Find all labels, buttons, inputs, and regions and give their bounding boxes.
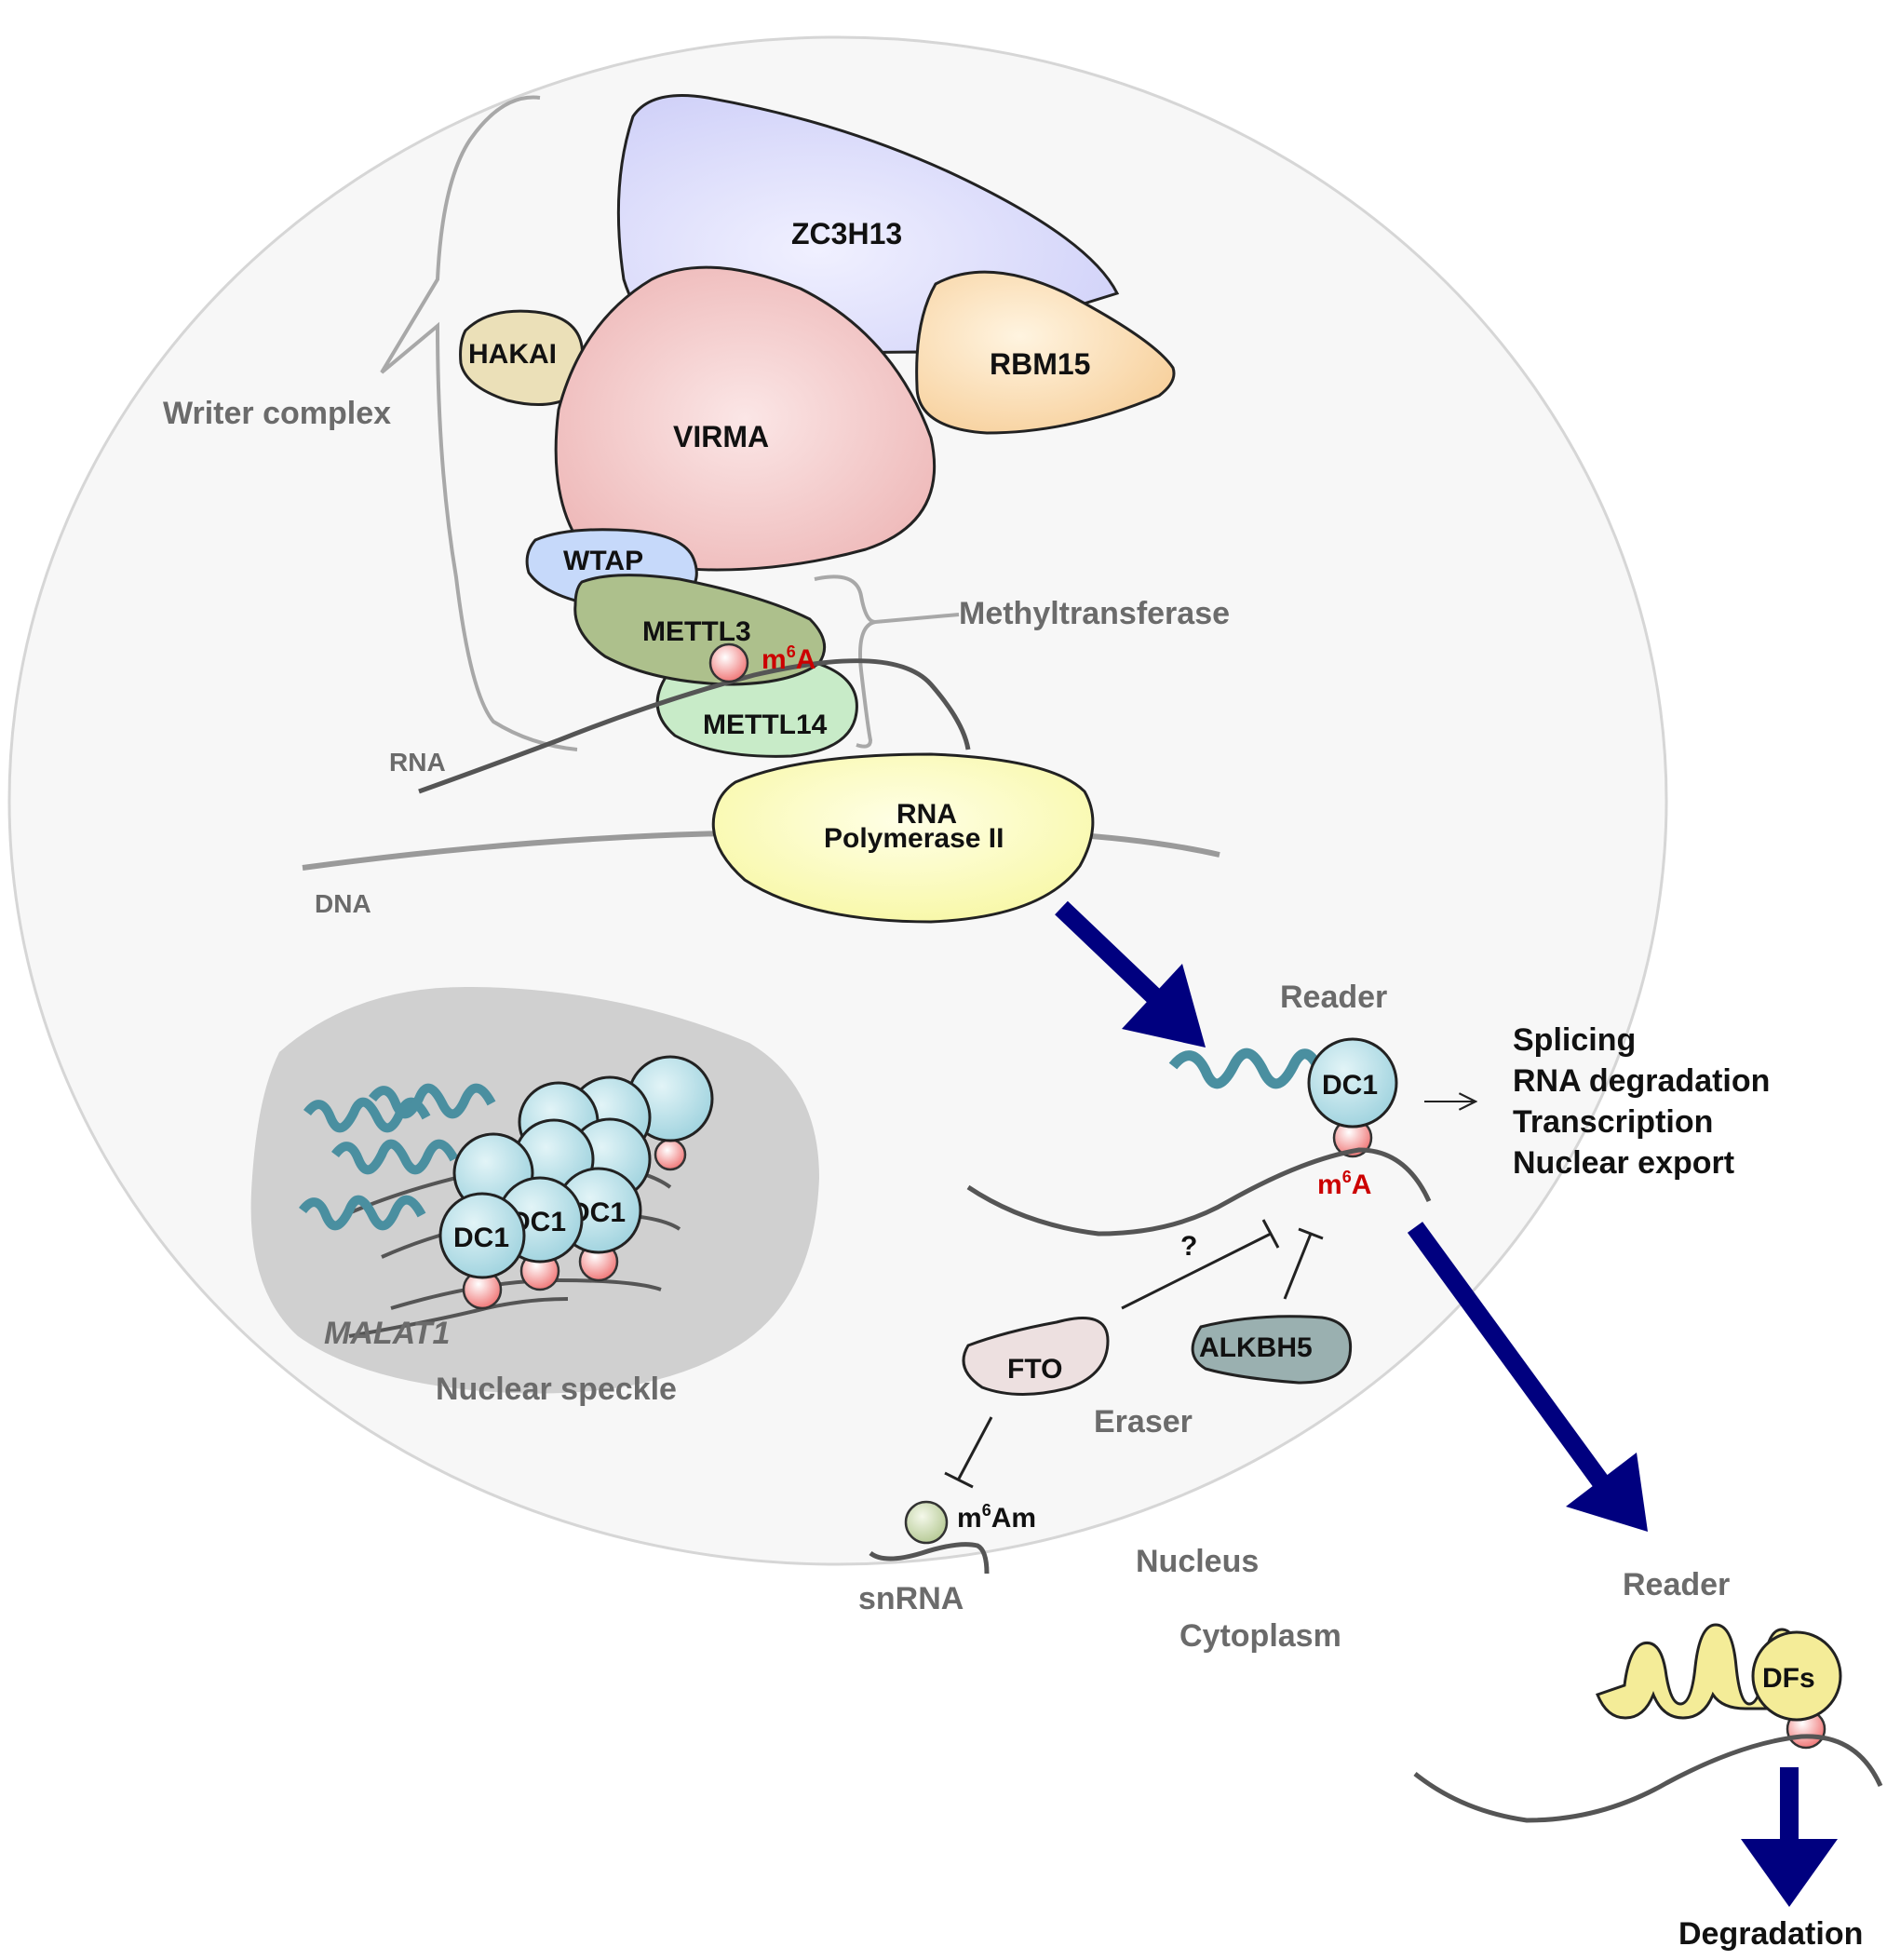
rna-polymerase-ii	[711, 752, 1095, 924]
rbm15-protein	[915, 270, 1176, 435]
function-item-4: Nuclear export	[1513, 1145, 1734, 1181]
fto-m6am-inhibition-bar	[944, 1471, 974, 1489]
nuclear-dc1-label: DC1	[1322, 1070, 1378, 1101]
virma-protein	[554, 265, 937, 572]
degradation-label: Degradation	[1678, 1916, 1863, 1952]
reader-cyto-label: Reader	[1623, 1567, 1730, 1602]
function-item-2: RNA degradation	[1513, 1063, 1770, 1099]
m6am-mark	[904, 1500, 949, 1545]
fto-inhibition-line	[1121, 1232, 1272, 1310]
speckle-rna-strand-4	[348, 1297, 569, 1338]
cytoplasm-arrow-head	[1566, 1453, 1648, 1532]
reader-nuclear-label: Reader	[1280, 980, 1387, 1015]
mettl3-protein	[573, 574, 827, 686]
rna-label: RNA	[389, 748, 446, 777]
nascent-rna-strand	[418, 658, 971, 794]
rbm15-label: RBM15	[990, 347, 1090, 381]
malat1-label: MALAT1	[324, 1316, 450, 1351]
methyltransferase-bracket	[814, 574, 960, 749]
speckle-reader-cluster: DC1 DC1 DC1	[299, 1055, 714, 1338]
alkbh5-inhibition-line	[1283, 1233, 1313, 1300]
function-item-1: Splicing	[1513, 1022, 1636, 1058]
m6a-mark-writer	[708, 642, 749, 683]
fto-inhibition-bar	[1261, 1219, 1280, 1249]
m6am-label: m6Am	[957, 1501, 1036, 1534]
hakai-label: HAKAI	[468, 339, 557, 370]
dna-label: DNA	[315, 889, 371, 918]
snrna-label: snRNA	[858, 1581, 964, 1616]
methyltransferase-label: Methyltransferase	[959, 596, 1230, 631]
fto-m6am-inhibition-line	[957, 1416, 993, 1480]
speckle-reader-tail-3	[299, 1195, 426, 1231]
m6a-nuclear-label: m6A	[1317, 1168, 1371, 1200]
speckle-dc1-front-left	[438, 1192, 526, 1279]
mettl14-label: METTL14	[703, 710, 828, 740]
zc3h13-label: ZC3H13	[791, 217, 902, 250]
function-list: Splicing RNA degradation Transcription N…	[1513, 1022, 1770, 1181]
cytoplasm-mrna-strand	[1413, 1734, 1883, 1823]
cytoplasm-arrow-shaft	[1407, 1222, 1610, 1488]
m6a-writer-label: m6A	[762, 642, 815, 675]
nuclear-speckle-label: Nuclear speckle	[436, 1372, 677, 1407]
speckle-m6a-back-1	[654, 1138, 687, 1171]
mettl3-label: METTL3	[642, 616, 751, 647]
snrna-strand	[869, 1542, 990, 1575]
nuclear-dc1-reader	[1307, 1037, 1398, 1129]
function-item-3: Transcription	[1513, 1104, 1713, 1140]
eraser-label: Eraser	[1094, 1404, 1193, 1440]
nucleus-label: Nucleus	[1136, 1544, 1259, 1579]
degradation-arrow-head	[1741, 1839, 1838, 1907]
writer-complex-bracket	[380, 95, 578, 751]
speckle-reader-tail-4	[369, 1083, 496, 1119]
speckle-reader-tail-2	[331, 1139, 459, 1175]
alkbh5-label: ALKBH5	[1199, 1332, 1313, 1363]
question-mark: ?	[1180, 1231, 1197, 1262]
dfs-reader	[1751, 1630, 1842, 1722]
alkbh5-eraser	[1191, 1315, 1353, 1385]
export-arrow-shaft	[1055, 900, 1166, 1008]
fto-eraser	[962, 1317, 1110, 1396]
dfs-label: DFs	[1762, 1663, 1815, 1694]
wtap-label: WTAP	[563, 546, 643, 576]
pol2-label-line2: Polymerase II	[824, 823, 1004, 854]
nuclear-mrna-strand	[966, 1147, 1432, 1237]
fto-label: FTO	[1007, 1354, 1062, 1385]
export-arrow-head	[1122, 964, 1206, 1048]
virma-label: VIRMA	[673, 420, 769, 453]
nuclear-reader-tail	[1168, 1048, 1327, 1089]
alkbh5-inhibition-bar	[1298, 1227, 1324, 1240]
pol2-label-line1: RNA	[896, 799, 957, 830]
cytoplasm-label: Cytoplasm	[1179, 1618, 1341, 1654]
speckle-dc1-front-left-label: DC1	[453, 1223, 509, 1253]
writer-complex-label: Writer complex	[163, 396, 391, 431]
